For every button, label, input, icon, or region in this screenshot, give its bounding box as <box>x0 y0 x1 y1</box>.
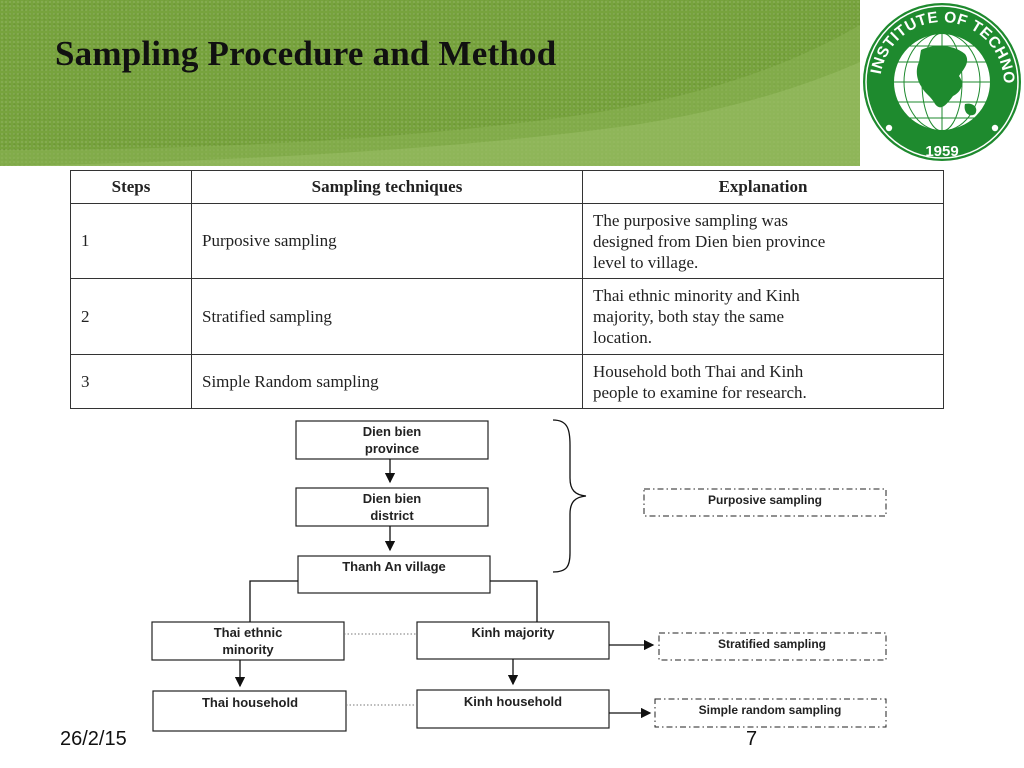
explanation-cell: Thai ethnic minority and Kinh majority, … <box>582 278 944 355</box>
node-label: Thai household <box>202 695 298 710</box>
label-text: Simple random sampling <box>699 703 842 717</box>
step-cell: 1 <box>70 203 192 279</box>
table-header-row: Steps Sampling techniques Explanation <box>70 170 944 204</box>
explanation-line: level to village. <box>593 252 699 272</box>
node-label: district <box>370 508 414 523</box>
technique-cell: Simple Random sampling <box>191 354 583 409</box>
table-row: 1 Purposive sampling The purposive sampl… <box>70 203 944 279</box>
label-text: Stratified sampling <box>718 637 826 651</box>
node-label: Dien bien <box>363 424 422 439</box>
page-number: 7 <box>746 728 758 750</box>
explanation-line: majority, both stay the same <box>593 307 785 326</box>
technique-cell: Stratified sampling <box>191 278 583 355</box>
globe-icon: ASIAN INSTITUTE OF TECHNOLOGY 1959 <box>855 0 1021 161</box>
sampling-table: Steps Sampling techniques Explanation 1 … <box>70 170 944 409</box>
header-explanation: Explanation <box>582 170 944 204</box>
node-kinh-household: Kinh household <box>416 689 610 729</box>
step-cell: 2 <box>70 278 192 355</box>
node-province: Dien bien province <box>295 420 489 460</box>
explanation-line: The purposive sampling was <box>593 210 788 230</box>
slide-title: Sampling Procedure and Method <box>55 34 557 73</box>
node-label: Dien bien <box>363 491 422 506</box>
explanation-line: location. <box>593 328 653 347</box>
connector-village-kinh <box>490 580 538 622</box>
label-random: Simple random sampling <box>654 698 887 728</box>
sampling-flowchart: Dien bien province Dien bien district Th… <box>151 419 887 732</box>
explanation-line: people to examine for research. <box>593 382 807 402</box>
label-purposive: Purposive sampling <box>643 488 887 517</box>
ait-logo: ASIAN INSTITUTE OF TECHNOLOGY 1959 <box>855 0 1024 166</box>
node-label: Thai ethnic <box>214 625 283 640</box>
explanation-line: designed from Dien bien province <box>593 231 826 251</box>
label-stratified: Stratified sampling <box>658 632 887 661</box>
node-label: Thanh An village <box>342 559 446 574</box>
slide-date: 26/2/15 <box>60 728 127 750</box>
node-thai-household: Thai household <box>152 690 347 732</box>
connector-village-thai <box>249 580 298 622</box>
header-steps: Steps <box>70 170 192 204</box>
node-thai-minority: Thai ethnic minority <box>151 621 345 661</box>
slide-header: Sampling Procedure and Method <box>0 0 860 166</box>
logo-year: 1959 <box>925 143 958 160</box>
table-row: 3 Simple Random sampling Household both … <box>70 354 944 409</box>
table-row: 2 Stratified sampling Thai ethnic minori… <box>70 278 944 355</box>
explanation-cell: The purposive sampling was designed from… <box>582 203 944 279</box>
node-label: province <box>365 441 419 456</box>
technique-cell: Purposive sampling <box>191 203 583 279</box>
node-village: Thanh An village <box>297 555 491 594</box>
header-techniques: Sampling techniques <box>191 170 583 204</box>
label-text: Purposive sampling <box>708 493 822 507</box>
node-label: Kinh majority <box>471 625 555 640</box>
node-label: minority <box>222 642 274 657</box>
explanation-line: Thai ethnic minority and Kinh <box>593 286 800 305</box>
step-cell: 3 <box>70 354 192 409</box>
node-district: Dien bien district <box>295 487 489 527</box>
node-label: Kinh household <box>464 694 562 709</box>
header-wave <box>0 25 860 166</box>
explanation-cell: Household both Thai and Kinh people to e… <box>582 354 944 409</box>
curly-brace <box>552 419 587 573</box>
explanation-line: Household both Thai and Kinh <box>593 361 804 381</box>
node-kinh-majority: Kinh majority <box>416 621 610 660</box>
